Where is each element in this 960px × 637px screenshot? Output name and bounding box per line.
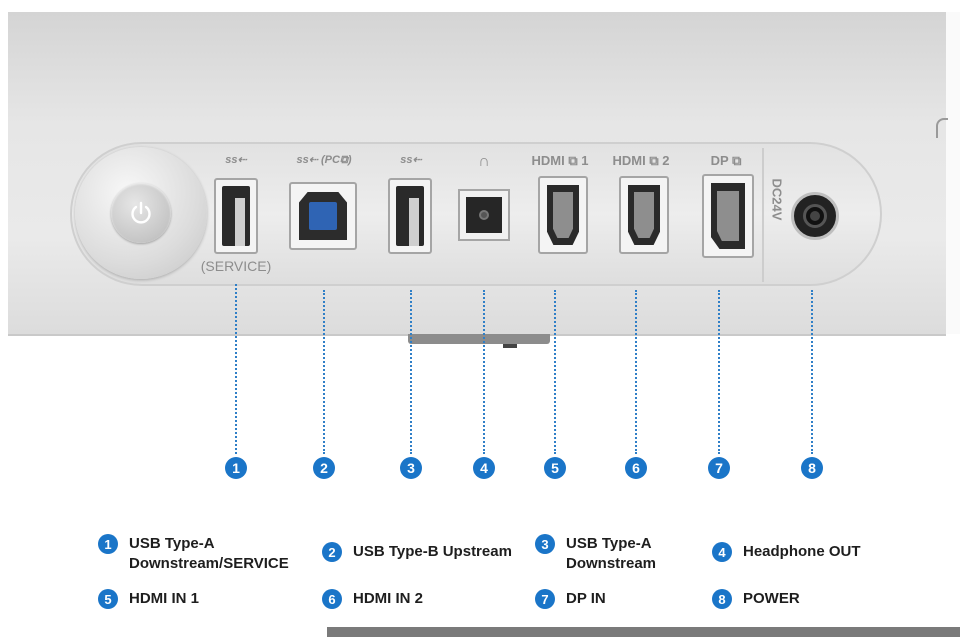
- legend-badge: 7: [535, 589, 555, 609]
- legend-text: HDMI IN 1: [129, 590, 200, 607]
- port-label-2: ss⇠ (PC⧉): [296, 154, 352, 166]
- legend-badge: 1: [98, 534, 118, 554]
- legend-item-1: 1 USB Type-A Downstream/SERVICE: [98, 534, 289, 574]
- legend-item-5: 5 HDMI IN 1: [98, 589, 199, 609]
- legend-text: HDMI IN 2: [353, 590, 424, 607]
- monitor-edge: [946, 12, 960, 334]
- callout-badge-8: 8: [801, 457, 823, 479]
- usb-b-port: [289, 182, 357, 250]
- legend-badge: 2: [322, 542, 342, 562]
- callout-badge-4: 4: [473, 457, 495, 479]
- power-icon: [131, 201, 151, 224]
- leader-line-2: [323, 290, 325, 454]
- legend-text: Headphone OUT: [743, 543, 861, 560]
- callout-badge-6: 6: [625, 457, 647, 479]
- bottom-bar: [327, 627, 960, 637]
- stand-nub: [503, 344, 517, 348]
- legend-item-6: 6 HDMI IN 2: [322, 589, 423, 609]
- leader-line-4: [483, 290, 485, 454]
- hdmi-1-port: [538, 176, 588, 254]
- port-label-5: HDMI ⧉ 1: [531, 153, 589, 168]
- legend-badge: 3: [535, 534, 555, 554]
- callout-badge-2: 2: [313, 457, 335, 479]
- legend-badge: 4: [712, 542, 732, 562]
- dp-port: [702, 174, 754, 258]
- service-label: (SERVICE): [200, 258, 272, 274]
- leader-line-8: [811, 290, 813, 454]
- legend-text: USB Type-A Downstream: [566, 535, 657, 572]
- legend-text: USB Type-B Upstream: [353, 543, 512, 560]
- leader-line-6: [635, 290, 637, 454]
- callout-badge-1: 1: [225, 457, 247, 479]
- hdmi-2-port: [619, 176, 669, 254]
- port-label-1: ss⇠: [225, 154, 247, 166]
- legend-text: POWER: [743, 590, 800, 607]
- port-label-6: HDMI ⧉ 2: [612, 153, 670, 168]
- leader-line-5: [554, 290, 556, 454]
- legend-badge: 6: [322, 589, 342, 609]
- port-label-3: ss⇠: [400, 154, 422, 166]
- legend-item-3: 3 USB Type-A Downstream: [535, 534, 656, 574]
- legend-badge: 5: [98, 589, 118, 609]
- headphone-port: [458, 189, 510, 241]
- power-button[interactable]: [111, 183, 171, 243]
- usb-a-service-port: [214, 178, 258, 254]
- callout-badge-5: 5: [544, 457, 566, 479]
- legend-text: DP IN: [566, 590, 606, 607]
- legend-item-8: 8 POWER: [712, 589, 800, 609]
- headphone-icon: ∩: [478, 153, 490, 170]
- legend-item-2: 2 USB Type-B Upstream: [322, 542, 512, 562]
- usb-a-port: [388, 178, 432, 254]
- legend-text: USB Type-A Downstream/SERVICE: [129, 535, 289, 572]
- callout-badge-3: 3: [400, 457, 422, 479]
- legend-item-4: 4 Headphone OUT: [712, 542, 861, 562]
- stand-base: [408, 334, 550, 344]
- leader-line-1: [235, 284, 237, 454]
- edge-mark: [936, 118, 948, 138]
- legend-item-7: 7 DP IN: [535, 589, 606, 609]
- port-label-7: DP ⧉: [710, 153, 742, 168]
- callout-badge-7: 7: [708, 457, 730, 479]
- legend-badge: 8: [712, 589, 732, 609]
- dc-label: DC24V: [769, 178, 785, 221]
- panel-divider: [762, 148, 764, 282]
- leader-line-3: [410, 290, 412, 454]
- power-port: [791, 192, 839, 240]
- leader-line-7: [718, 290, 720, 454]
